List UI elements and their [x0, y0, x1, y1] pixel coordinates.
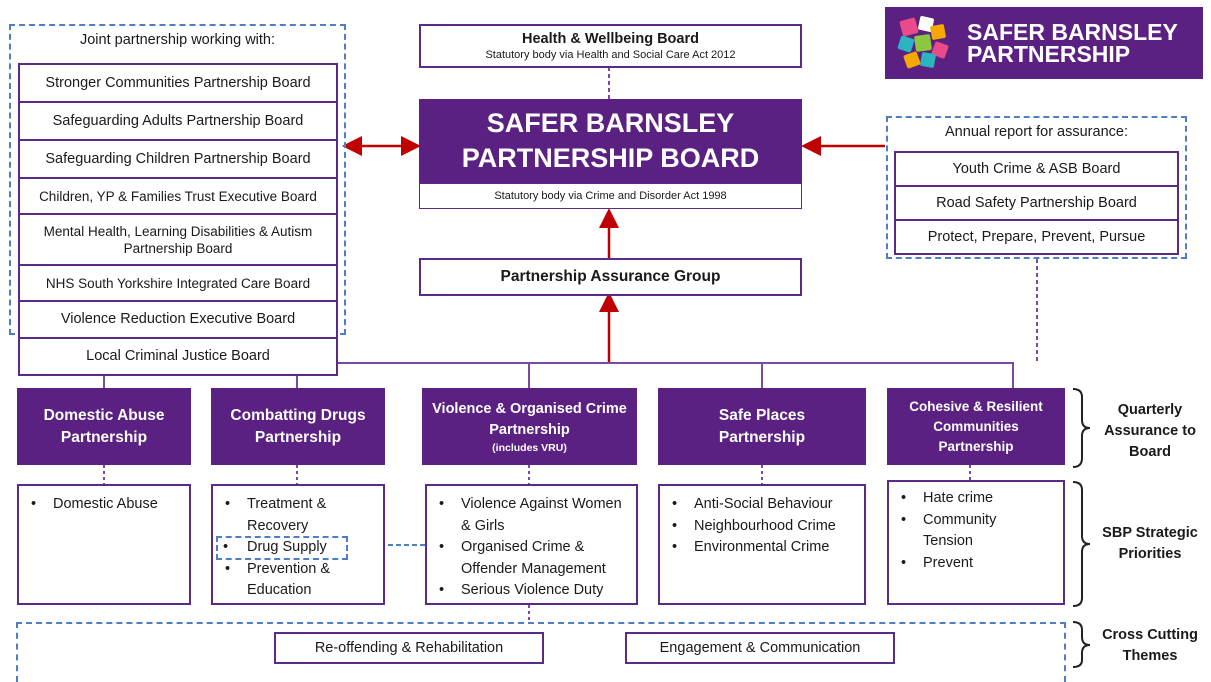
main-board: SAFER BARNSLEY PARTNERSHIP BOARD [419, 99, 802, 183]
priority-item: Prevention & Education [219, 559, 377, 602]
annual-list: Youth Crime & ASB Board Road Safety Part… [894, 151, 1179, 255]
main-board-title-line2: PARTNERSHIP BOARD [461, 143, 760, 173]
assurance-group: Partnership Assurance Group [419, 258, 802, 296]
brace-quarterly [1072, 388, 1091, 468]
priority-item: Hate crime [895, 488, 1057, 510]
main-board-subtitle-box: Statutory body via Crime and Disorder Ac… [419, 183, 802, 209]
annual-item: Road Safety Partnership Board [894, 185, 1179, 221]
priority-item: Neighbourhood Crime [666, 516, 858, 538]
annual-item: Protect, Prepare, Prevent, Pursue [894, 219, 1179, 255]
joint-item: Local Criminal Justice Board [18, 337, 338, 376]
priority-item: Organised Crime & Offender Management [433, 537, 630, 580]
health-board-title: Health & Wellbeing Board [522, 31, 699, 47]
priority-item: Domestic Abuse [25, 494, 183, 516]
theme-engagement: Engagement & Communication [625, 632, 895, 664]
joint-heading: Joint partnership working with: [79, 32, 276, 48]
partnership-domestic-abuse: Domestic Abuse Partnership [17, 388, 191, 465]
priority-item: Anti-Social Behaviour [666, 494, 858, 516]
annual-heading: Annual report for assurance: [945, 124, 1128, 140]
logo-text-line2: PARTNERSHIP [967, 41, 1131, 67]
logo-text-line1: SAFER BARNSLEY [967, 19, 1178, 45]
assurance-group-title: Partnership Assurance Group [500, 268, 721, 285]
label-cross-cutting: Cross Cutting Themes [1102, 627, 1198, 664]
joint-item: Children, YP & Families Trust Executive … [18, 177, 338, 215]
joint-item: Violence Reduction Executive Board [18, 300, 338, 339]
priority-item: Prevent [895, 553, 1057, 575]
health-board-subtitle: Statutory body via Health and Social Car… [485, 49, 736, 61]
main-board-title-line1: SAFER BARNSLEY [486, 108, 735, 138]
joint-item: NHS South Yorkshire Integrated Care Boar… [18, 264, 338, 302]
annual-report-panel: Annual report for assurance: [886, 116, 1187, 259]
priority-item: Environmental Crime [666, 537, 858, 559]
priority-item: Treatment & Recovery [219, 494, 377, 537]
priority-item: Violence Against Women & Girls [433, 494, 630, 537]
brace-cross [1072, 621, 1091, 668]
joint-item: Safeguarding Children Partnership Board [18, 139, 338, 179]
logo-mark-icon [897, 16, 949, 69]
partnership-combatting-drugs: Combatting Drugs Partnership [211, 388, 385, 465]
priority-item-drug-supply: Drug Supply [216, 536, 348, 560]
partnership-cohesive-resilient: Cohesive & Resilient Communities Partner… [887, 388, 1065, 465]
priorities-violence: Violence Against Women & Girls Organised… [425, 484, 638, 605]
priorities-domestic-abuse: Domestic Abuse [17, 484, 191, 605]
joint-list: Stronger Communities Partnership Board S… [18, 63, 338, 376]
brace-priorities [1072, 481, 1091, 607]
joint-item: Safeguarding Adults Partnership Board [18, 101, 338, 141]
label-quarterly-assurance: Quarterly Assurance to Board [1104, 402, 1196, 460]
partnership-note: (includes VRU) [492, 441, 567, 454]
joint-item: Stronger Communities Partnership Board [18, 63, 338, 103]
priorities-combatting-drugs: Treatment & Recovery Drug Supply Prevent… [211, 484, 385, 605]
cross-cutting-panel [16, 622, 1066, 682]
partnership-safe-places: Safe Places Partnership [658, 388, 866, 465]
main-board-subtitle: Statutory body via Crime and Disorder Ac… [494, 190, 727, 202]
joint-item: Mental Health, Learning Disabilities & A… [18, 213, 338, 266]
priority-item: Serious Violence Duty [433, 580, 630, 602]
label-strategic-priorities: SBP Strategic Priorities [1102, 525, 1198, 562]
priority-item: Community Tension [895, 510, 1057, 553]
partnership-violence-organised-crime: Violence & Organised Crime Partnership (… [422, 388, 637, 465]
health-wellbeing-board: Health & Wellbeing Board Statutory body … [419, 24, 802, 68]
priorities-cohesive: Hate crime Community Tension Prevent [887, 480, 1065, 605]
logo: SAFER BARNSLEY PARTNERSHIP [885, 7, 1203, 79]
annual-item: Youth Crime & ASB Board [894, 151, 1179, 187]
priorities-safe-places: Anti-Social Behaviour Neighbourhood Crim… [658, 484, 866, 605]
theme-reoffending: Re-offending & Rehabilitation [274, 632, 544, 664]
